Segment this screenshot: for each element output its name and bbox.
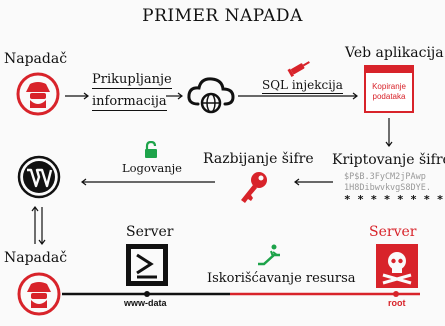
hash-line-2: 1H8DibwvkvgS8DYE. xyxy=(344,183,431,193)
attacker-label-bottom: Napadač xyxy=(4,250,68,266)
arrowhead xyxy=(81,178,87,186)
node-dot xyxy=(144,291,150,297)
arrowhead xyxy=(38,239,46,245)
arrowhead xyxy=(294,178,300,186)
wordpress-icon xyxy=(17,155,61,203)
user-www-data: www-data xyxy=(124,298,167,308)
recon-label-1: Prikupljanje xyxy=(92,72,172,89)
arrowhead xyxy=(83,92,89,100)
arrowhead xyxy=(385,141,393,147)
recon-label-2: informacija xyxy=(92,94,167,111)
cloud-network-icon xyxy=(186,74,236,118)
hash-stars: * * * * * * * * xyxy=(344,193,444,206)
webapp-label: Veb aplikacija xyxy=(345,45,444,61)
encrypt-label: Kriptovanje šifre xyxy=(332,152,445,168)
hash-line-1: $P$B.3FyCM2jPAwp xyxy=(344,172,426,182)
hacker-icon-bottom xyxy=(17,272,61,320)
arrowhead xyxy=(31,206,39,212)
escalator-icon xyxy=(256,244,282,272)
user-root: root xyxy=(388,298,406,308)
sqli-label: SQL injekcija xyxy=(262,78,343,94)
arrowhead xyxy=(177,92,183,100)
crack-label: Razbijanje šifre xyxy=(203,151,314,167)
unlock-icon xyxy=(143,140,159,163)
server-label-right: Server xyxy=(369,224,417,240)
server-skull-icon xyxy=(375,243,419,293)
webapp-box-text-2: podataka xyxy=(372,92,406,101)
key-icon xyxy=(236,170,270,210)
webapp-box-text-1: Kopiranje xyxy=(372,82,406,91)
terminal-icon xyxy=(125,243,169,291)
attacker-label-top: Napadač xyxy=(4,51,68,67)
server-label-left: Server xyxy=(126,224,174,240)
syringe-icon xyxy=(286,58,312,82)
webapp-window: Kopiranje podataka xyxy=(364,65,414,113)
diagram-title: PRIMER NAPADA xyxy=(142,6,303,26)
hacker-icon xyxy=(16,72,60,120)
escalation-label: Iskorišćavanje resursa xyxy=(207,271,356,286)
node-dot xyxy=(393,291,399,297)
arrowhead xyxy=(352,92,358,100)
login-label: Logovanje xyxy=(122,161,182,175)
